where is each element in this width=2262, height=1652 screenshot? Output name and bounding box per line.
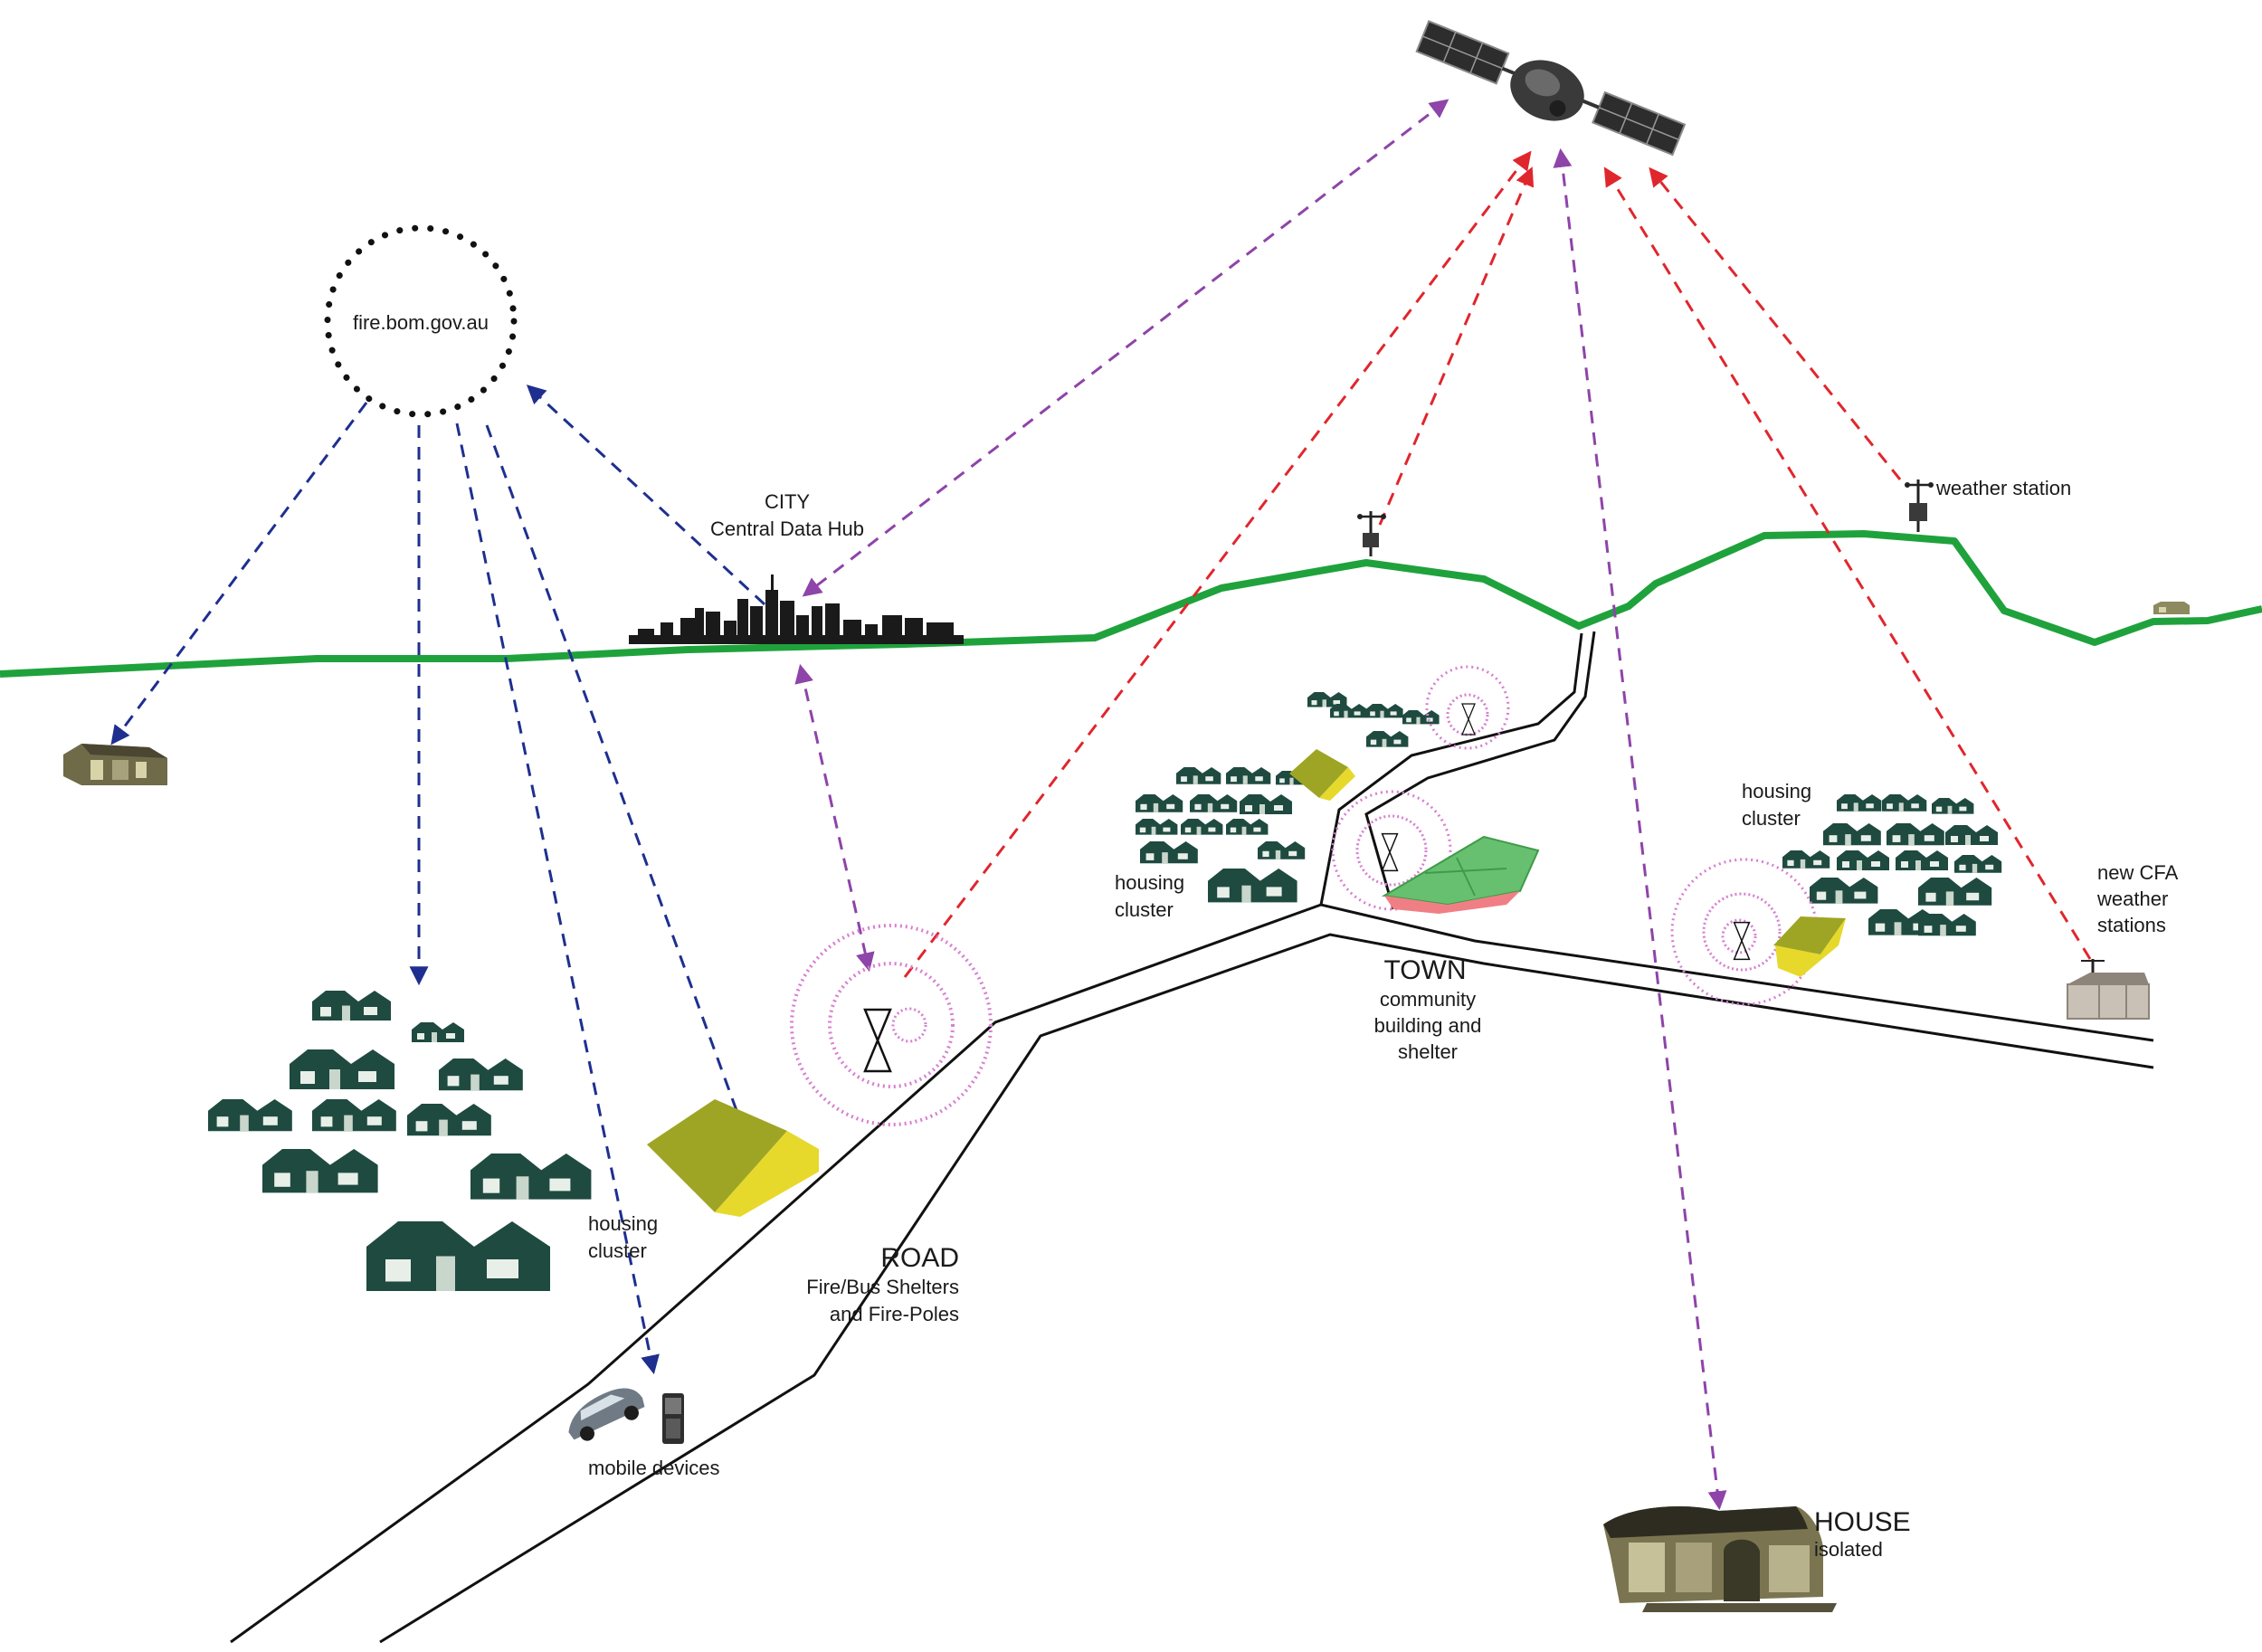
satellite-city-link: [802, 99, 1449, 597]
road-subtitle-2: and Fire-Poles: [830, 1303, 959, 1325]
car-icon: [568, 1388, 645, 1441]
town-subtitle-3: shelter: [1398, 1040, 1458, 1063]
cfa-label-2: weather: [2096, 888, 2168, 910]
fire-pole-icon: [1331, 790, 1452, 911]
town-subtitle-1: community: [1380, 988, 1476, 1011]
satellite-house-link: [1553, 147, 1727, 1511]
weather-station-icon: [1905, 479, 1934, 532]
town-title: TOWN: [1383, 955, 1466, 985]
house-title: HOUSE: [1814, 1507, 1911, 1537]
housing-cluster-right: [1782, 794, 2002, 936]
hub-to-left-house-arrow: [110, 402, 368, 745]
house-icon: [1603, 1506, 1837, 1612]
shelter-icon: [647, 1099, 819, 1217]
shelter-icon: [2153, 602, 2190, 614]
shelter-icon: [1773, 916, 1846, 977]
shelter-icon: [63, 744, 167, 785]
city-roadpole-link: [794, 663, 875, 973]
house-subtitle: isolated: [1814, 1538, 1883, 1561]
horizon-ridge-line: [0, 530, 2262, 678]
housing-cluster-middle-label-1: housing: [1115, 871, 1184, 894]
housing-cluster-middle-label-2: cluster: [1115, 898, 1174, 921]
fire-pole-icon: [1425, 665, 1510, 750]
city-subtitle: Central Data Hub: [710, 517, 864, 540]
hub-to-shelter-arrow: [485, 424, 760, 1166]
town-subtitle-2: building and: [1374, 1014, 1482, 1037]
hub-node: fire.bom.gov.au: [324, 224, 518, 418]
weather-station-label: weather station: [1935, 477, 2071, 499]
cfa-label-3: stations: [2097, 914, 2166, 936]
weather-station-icon: [1357, 511, 1386, 556]
hub-label: fire.bom.gov.au: [353, 311, 489, 334]
housing-cluster-left-label-2: cluster: [588, 1239, 647, 1262]
housing-cluster-right-label-2: cluster: [1742, 807, 1801, 830]
cfa-weather-station-icon: [2067, 959, 2150, 1020]
shelter-icon: [1289, 749, 1355, 801]
hub-to-mobile-arrow: [455, 422, 660, 1375]
ridge-station-uplink: [1378, 166, 1535, 526]
road-title: ROAD: [880, 1243, 959, 1273]
housing-cluster-left: [208, 991, 592, 1291]
community-building: [1382, 835, 1540, 914]
city-to-hub-arrow: [526, 385, 766, 606]
satellite-icon: [1415, 20, 1687, 157]
cfa-station-uplink: [1603, 166, 2092, 960]
city-skyline-icon: [629, 574, 964, 644]
housing-cluster-left-label-1: housing: [588, 1212, 658, 1235]
fire-pole-icon: [790, 924, 993, 1126]
mobile-devices-label: mobile devices: [588, 1457, 720, 1479]
housing-cluster-right-label-1: housing: [1742, 780, 1811, 802]
city-title: CITY: [765, 490, 810, 513]
road-subtitle-1: Fire/Bus Shelters: [806, 1276, 959, 1298]
mobile-phone-icon: [662, 1393, 684, 1444]
weather-station-uplink: [1649, 166, 1902, 480]
cfa-label-1: new CFA: [2097, 861, 2179, 884]
